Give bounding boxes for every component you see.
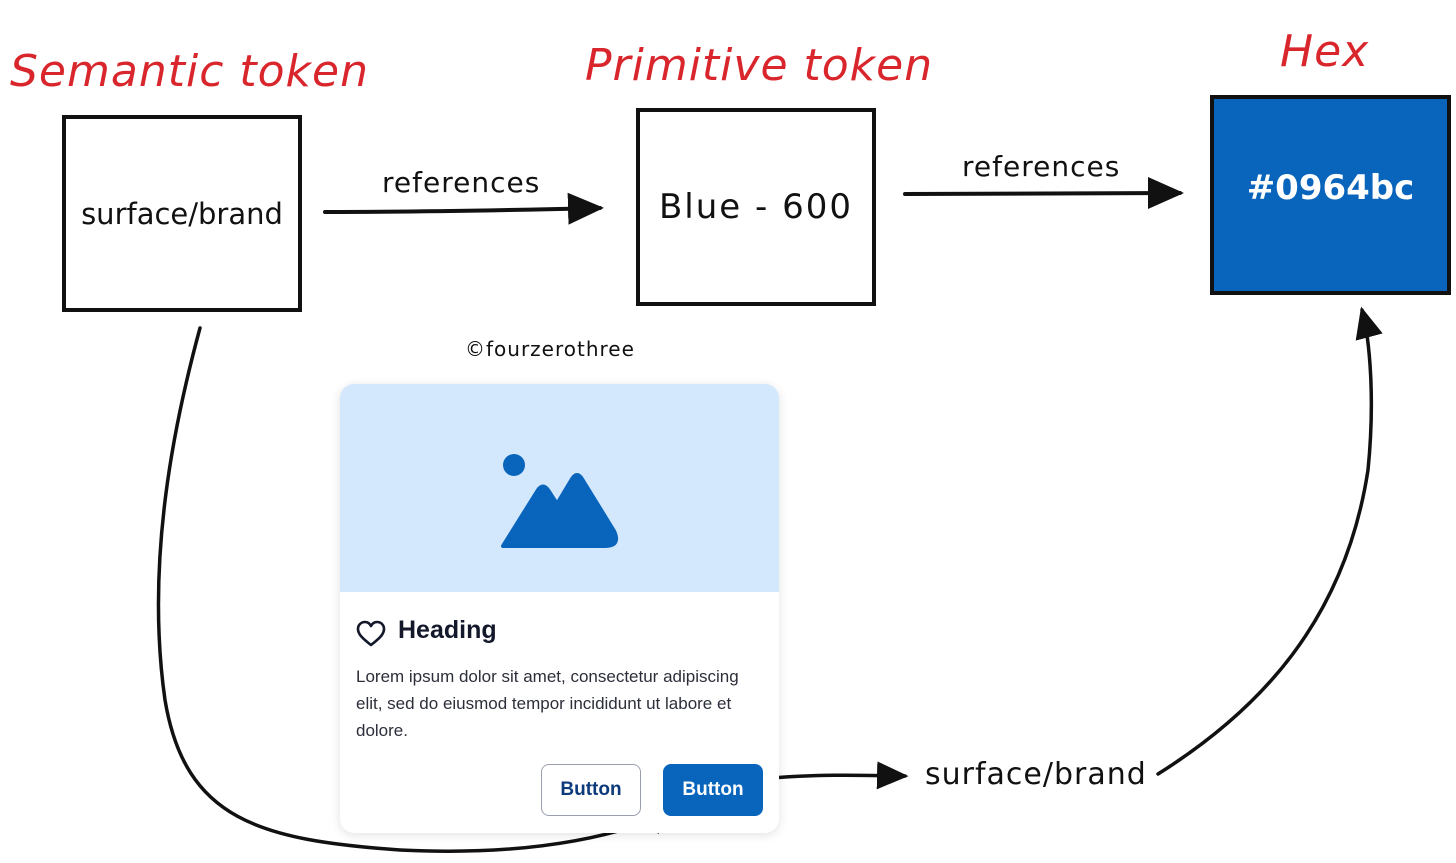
primitive-token-box: Blue - 600 [636, 108, 876, 306]
card-heading: Heading [398, 616, 497, 644]
heart-icon[interactable] [356, 620, 386, 648]
primary-button[interactable]: Button [663, 764, 763, 816]
semantic-token-box: surface/brand [62, 115, 302, 312]
button-token-label: surface/brand [925, 757, 1147, 792]
secondary-button[interactable]: Button [541, 764, 641, 816]
primitive-token-value: Blue - 600 [658, 187, 854, 227]
references-label-1: references [382, 166, 541, 199]
semantic-token-value: surface/brand [81, 196, 283, 231]
arrow-button-to-label [760, 761, 909, 790]
hex-title: Hex [1280, 26, 1370, 77]
references-label-2: references [962, 150, 1121, 183]
hex-box: #0964bc [1210, 95, 1451, 295]
card-body-text: Lorem ipsum dolor sit amet, consectetur … [356, 667, 739, 740]
arrow-semantic-to-primitive [323, 192, 604, 225]
arrow-semantic-to-button [156, 326, 682, 853]
arrow-label-to-hex [1156, 306, 1383, 776]
primitive-token-title: Primitive token [585, 40, 934, 91]
example-card: Heading Lorem ipsum dolor sit amet, cons… [340, 384, 779, 833]
arrow-primitive-to-hex [903, 177, 1184, 210]
card-media [340, 384, 779, 592]
image-icon [501, 454, 619, 548]
hex-value: #0964bc [1246, 168, 1415, 208]
semantic-token-title: Semantic token [10, 46, 369, 97]
copyright-watermark: ©fourzerothree [465, 337, 635, 361]
